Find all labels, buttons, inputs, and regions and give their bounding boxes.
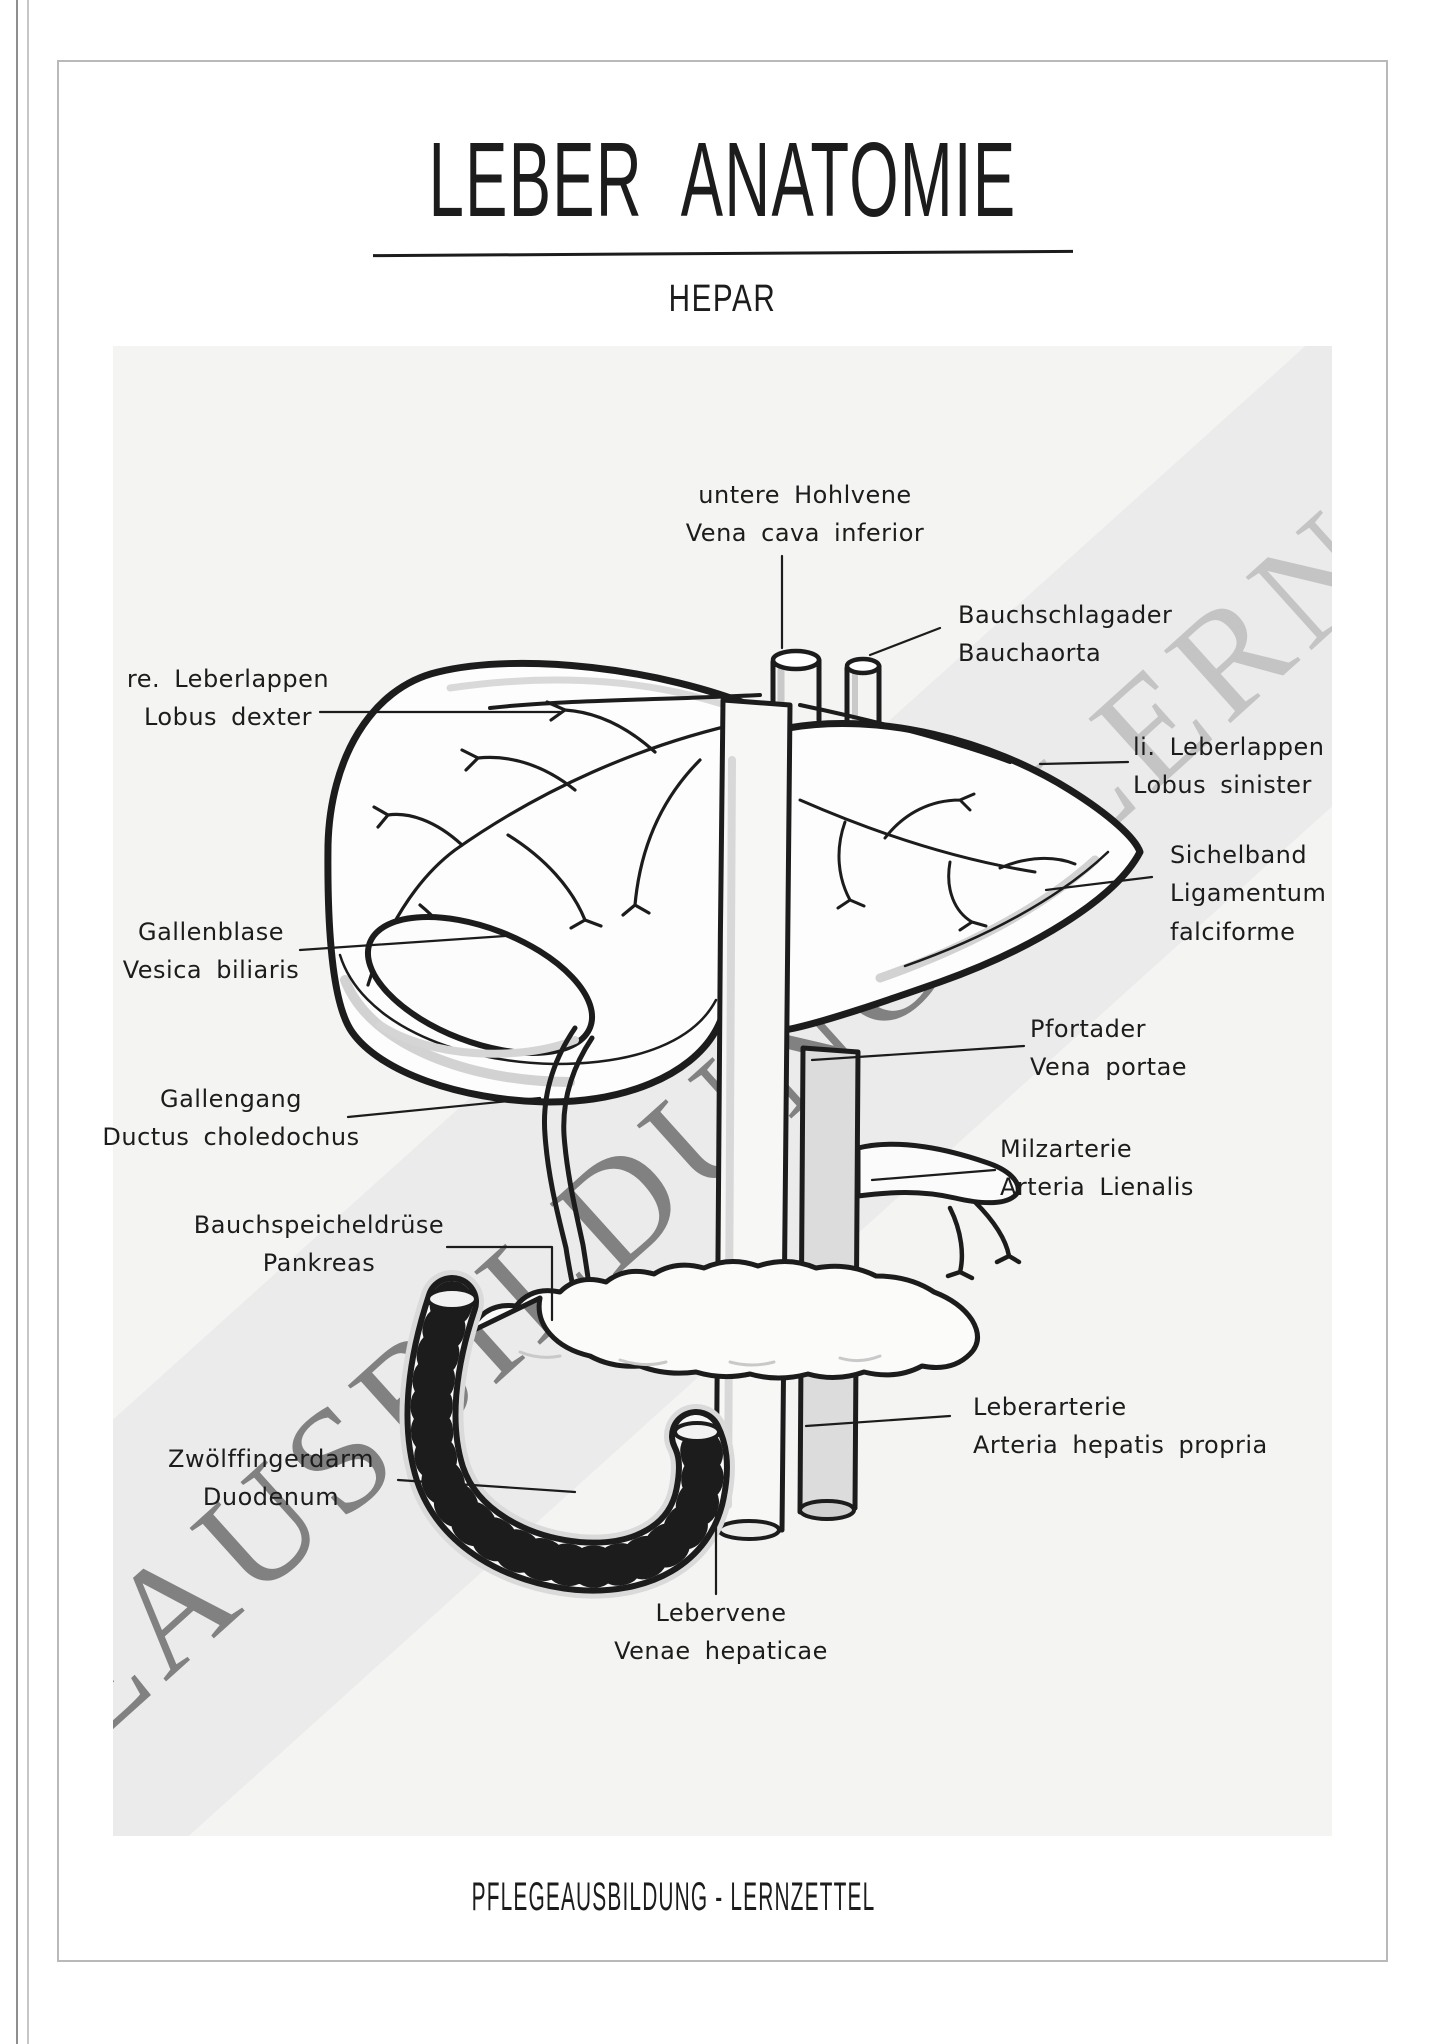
leader-leberarterie <box>804 1414 952 1428</box>
label-zwoelffingerdarm: Zwölffingerdarm Duodenum <box>168 1445 374 1512</box>
page-frame-border <box>57 60 1388 1962</box>
label-gallengang: Gallengang Ductus choledochus <box>102 1085 360 1152</box>
bile-duct <box>542 1025 595 1315</box>
leader-milzarterie <box>870 1168 997 1182</box>
leader-lines <box>298 554 1154 1596</box>
left-lobe-vessels <box>798 792 1077 932</box>
page-edge-line <box>16 0 18 2044</box>
leader-pfortader <box>810 1044 1026 1062</box>
label-milzarterie: Milzarterie Arteria Lienalis <box>1000 1135 1194 1202</box>
pancreas <box>467 1259 980 1381</box>
label-leberarterie: Leberarterie Arteria hepatis propria <box>973 1393 1268 1460</box>
splenic-artery <box>855 1141 1022 1281</box>
label-bauchschlagader: Bauchschlagader Bauchaorta <box>958 601 1173 668</box>
leader-zwoelffingerdarm <box>396 1478 577 1494</box>
label-re-leberlappen: re. Leberlappen Lobus dexter <box>126 665 330 732</box>
label-pfortader: Pfortader Vena portae <box>1030 1015 1188 1082</box>
label-bauchspeicheldruese: Bauchspeicheldrüse Pankreas <box>193 1211 445 1278</box>
label-untere-hohlvene: untere Hohlvene Vena cava inferior <box>685 481 925 548</box>
label-sichelband: Sichelband Ligamentum falciforme <box>1170 841 1327 946</box>
leader-gallenblase <box>298 934 507 952</box>
page-title: LEBER ANATOMIE <box>428 121 1017 240</box>
label-li-leberlappen: li. Leberlappen Lobus sinister <box>1133 733 1325 800</box>
page-subtitle: HEPAR <box>668 278 777 320</box>
leader-sichelband <box>1044 875 1154 892</box>
label-lebervene: Lebervene Venae hepaticae <box>614 1599 828 1666</box>
left-lobe <box>763 703 1144 1034</box>
aorta-tube <box>844 656 882 729</box>
duodenum <box>399 1270 735 1599</box>
page-footer: PFLEGEAUSBILDUNG - LERNZETTEL <box>471 1873 876 1919</box>
page-edge-line <box>27 0 29 2044</box>
central-vessel <box>713 697 793 1541</box>
leader-li-leberlappen <box>1038 760 1130 766</box>
label-gallenblase: Gallenblase Vesica biliaris <box>122 918 300 985</box>
leader-gallengang <box>346 1096 542 1119</box>
leader-pankreas <box>445 1245 554 1322</box>
leader-bauchschlagader <box>868 626 942 657</box>
gallbladder <box>364 914 596 1058</box>
